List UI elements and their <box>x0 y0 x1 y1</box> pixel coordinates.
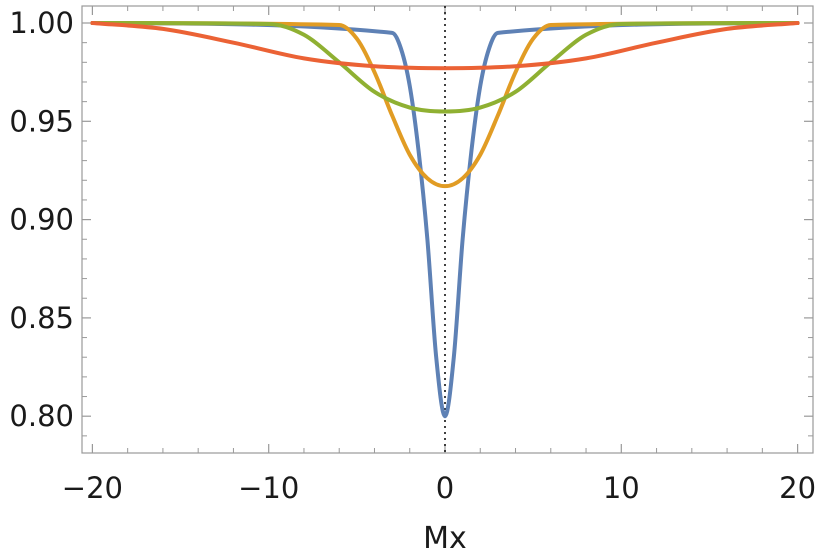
x-tick-label: 10 <box>603 471 640 505</box>
series-line-2 <box>90 21 800 189</box>
series-line-3 <box>90 21 800 114</box>
x-tick-label: −10 <box>238 471 299 505</box>
series-layer <box>90 21 800 419</box>
y-tick-label: 0.95 <box>9 104 74 138</box>
x-tick-label: 0 <box>436 471 454 505</box>
series-line-4 <box>90 21 800 71</box>
x-tick-label: 20 <box>779 471 816 505</box>
y-tick-label: 0.90 <box>9 203 74 237</box>
y-tick-label: 0.80 <box>9 399 74 433</box>
x-tick-labels: −20 −10 0 10 20 <box>62 471 816 505</box>
axis-ticks <box>82 6 813 453</box>
x-tick-label: −20 <box>62 471 123 505</box>
series-line-1 <box>90 21 800 419</box>
plot-frame <box>81 5 814 454</box>
y-tick-labels: 0.80 0.85 0.90 0.95 1.00 <box>9 6 74 433</box>
x-axis-title: Mx <box>423 521 467 554</box>
y-tick-label: 1.00 <box>9 6 74 40</box>
y-tick-label: 0.85 <box>9 301 74 335</box>
